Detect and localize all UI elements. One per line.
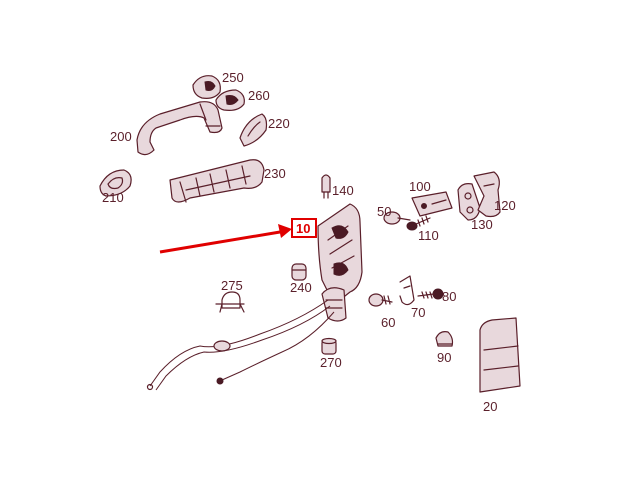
label-70: 70 [411, 305, 425, 320]
part-270-cylinder [321, 337, 337, 355]
label-20: 20 [483, 399, 497, 414]
part-200-door-handle [136, 101, 223, 156]
label-220: 220 [268, 116, 290, 131]
label-130: 130 [471, 217, 493, 232]
label-110: 110 [418, 228, 439, 243]
cable-assembly [146, 299, 335, 391]
part-230-handle-carrier [169, 159, 265, 203]
part-130-plate [457, 183, 481, 221]
label-60: 60 [381, 315, 395, 330]
label-275: 275 [221, 278, 243, 293]
part-210-bezel [99, 169, 132, 197]
label-100: 100 [409, 179, 431, 194]
part-20-foam-seal [479, 317, 521, 393]
label-90: 90 [437, 350, 451, 365]
part-275-clip [215, 291, 245, 313]
part-120-bracket [473, 171, 501, 218]
highlight-box [291, 218, 317, 238]
label-270: 270 [320, 355, 342, 370]
label-50: 50 [377, 204, 391, 219]
label-230: 230 [264, 166, 286, 181]
label-200: 200 [110, 129, 132, 144]
part-60-screw [368, 293, 393, 307]
part-80-screw [417, 288, 444, 300]
highlight-arrow [159, 224, 292, 254]
part-220-gasket [239, 113, 268, 147]
part-90-plug [435, 331, 454, 347]
label-140: 140 [332, 183, 354, 198]
part-260-bushing [291, 263, 307, 281]
label-210: 210 [102, 190, 124, 205]
label-250: 260 [248, 88, 270, 103]
part-70-clip [399, 275, 415, 306]
label-10: 10 [296, 221, 310, 236]
label-120: 120 [494, 198, 516, 213]
part-250-cover [215, 89, 245, 111]
label-260: 240 [290, 280, 312, 295]
part-110-bolt [406, 215, 431, 231]
part-50-screw [383, 211, 411, 225]
part-240-cap [192, 75, 221, 99]
part-140-bulb [321, 174, 331, 199]
label-240: 250 [222, 70, 244, 85]
part-10-door-lock [317, 203, 363, 322]
part-100-striker [411, 191, 453, 217]
label-80: 80 [442, 289, 456, 304]
